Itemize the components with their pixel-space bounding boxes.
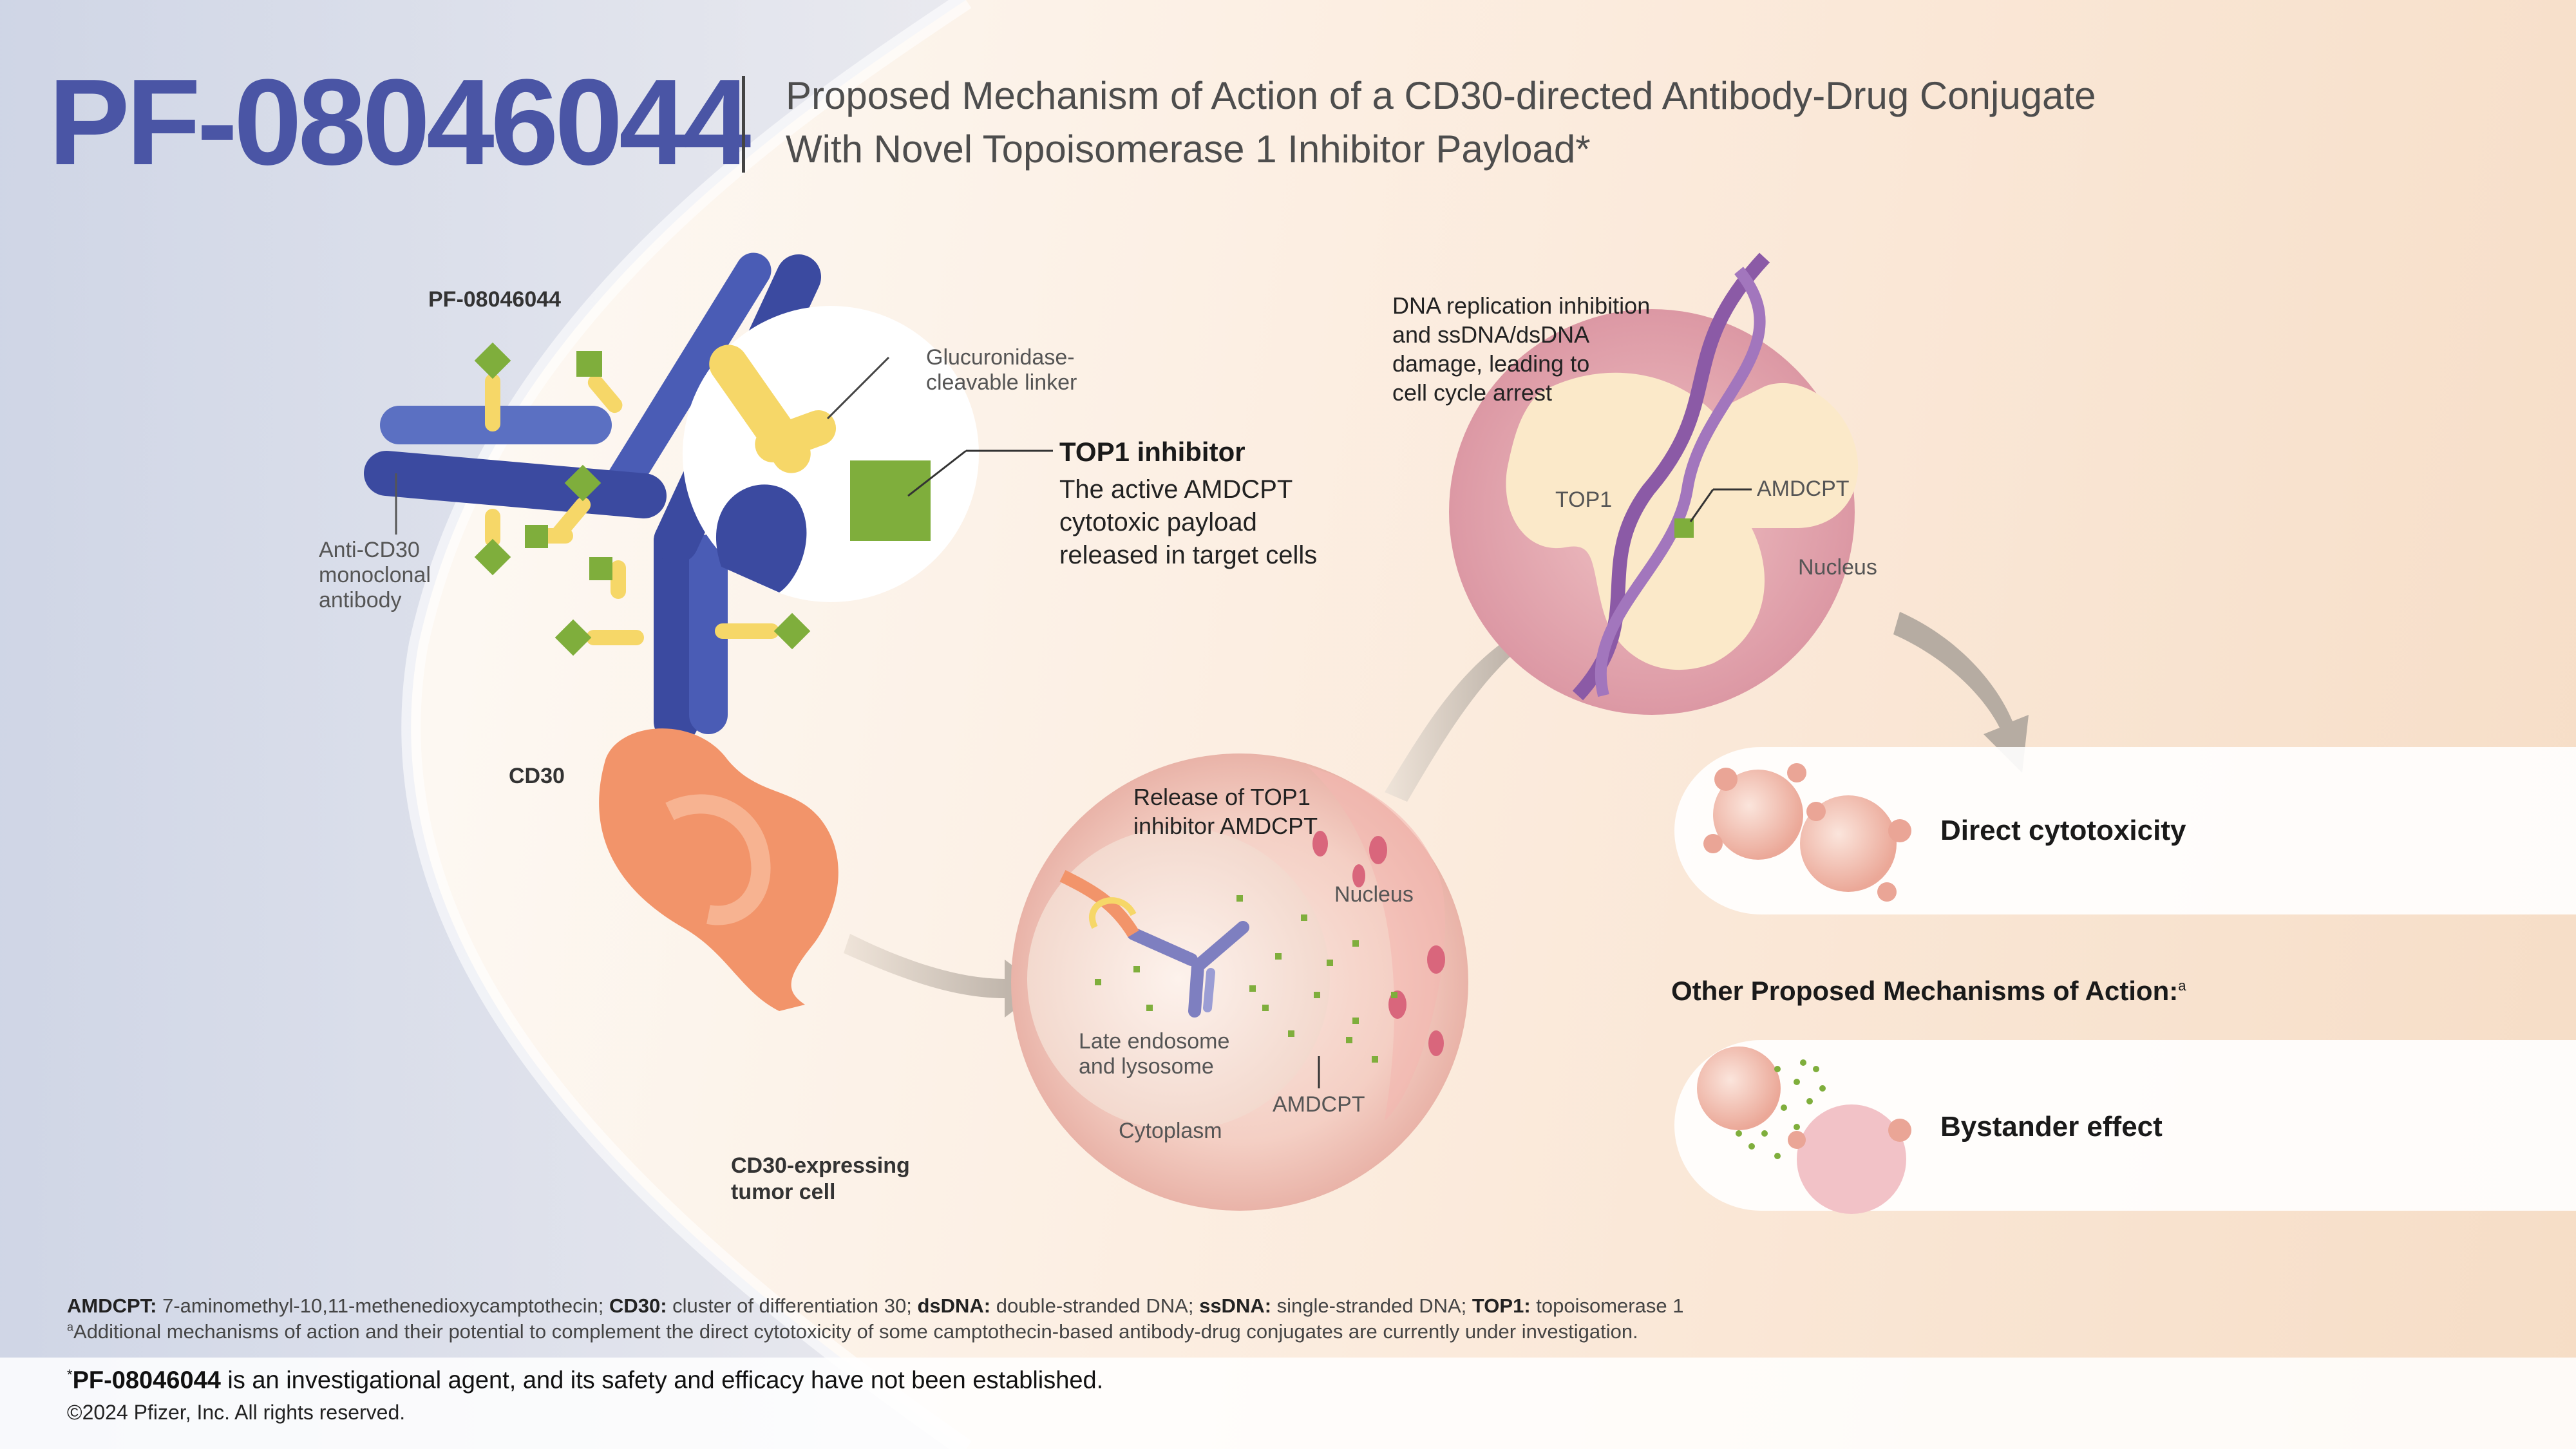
tumor-cell-label-line1: CD30-expressing — [731, 1153, 910, 1178]
footnote-sup: a — [67, 1320, 74, 1334]
disclaimer-product: PF-08046044 — [72, 1367, 221, 1394]
bystander-payload-dots — [1736, 1059, 1826, 1159]
top1-inhibitor-description: The active AMDCPT cytotoxic payload rele… — [1059, 473, 1368, 571]
nucleus-amdcpt-label: AMDCPT — [1757, 477, 1850, 501]
top1-desc-line3: released in target cells — [1059, 540, 1318, 569]
tumor-cell-label-line2: tumor cell — [731, 1179, 836, 1204]
arrow-to-nucleus — [1385, 621, 1533, 802]
abbr-def: topoisomerase 1 — [1530, 1294, 1684, 1317]
other-mechanisms-heading: Other Proposed Mechanisms of Action:a — [1671, 976, 2186, 1007]
antibody-label-line3: antibody — [319, 588, 402, 613]
dna-inhibition-line2: and ssDNA/dsDNA — [1392, 321, 1590, 348]
linker-label: Glucuronidase- cleavable linker — [926, 345, 1077, 395]
abbr-def: cluster of differentiation 30; — [667, 1294, 918, 1317]
dna-inhibition-label: DNA replication inhibition and ssDNA/dsD… — [1392, 291, 1650, 407]
arrow-to-outcome — [1893, 612, 2029, 773]
bystander-cells — [1697, 1046, 1911, 1214]
adc-label: PF-08046044 — [428, 287, 562, 312]
dna-inhibition-line1: DNA replication inhibition — [1392, 292, 1651, 319]
direct-cytotoxicity-pill — [1674, 747, 2576, 914]
arrow-to-cell — [844, 934, 1043, 1018]
other-mechanisms-text: Other Proposed Mechanisms of Action: — [1671, 976, 2179, 1006]
abbr-term: dsDNA: — [917, 1294, 991, 1317]
disclaimer: *PF-08046044 is an investigational agent… — [67, 1367, 1103, 1395]
top1-desc-line2: cytotoxic payload — [1059, 507, 1257, 536]
tumor-cell-zoom — [1011, 753, 1468, 1211]
release-label-line1: Release of TOP1 — [1133, 784, 1311, 810]
page-title-line2: With Novel Topoisomerase 1 Inhibitor Pay… — [786, 127, 1591, 171]
direct-cytotoxicity-cells — [1703, 763, 1911, 902]
cell-membrane-edge — [401, 0, 972, 1449]
footnote-a: aAdditional mechanisms of action and the… — [67, 1320, 2514, 1343]
dna-inhibition-line4: cell cycle arrest — [1392, 379, 1553, 406]
disclaimer-text: is an investigational agent, and its saf… — [220, 1367, 1104, 1394]
endosome-label-line1: Late endosome — [1079, 1029, 1230, 1054]
cd30-receptor — [599, 728, 838, 1011]
cell-membrane-wash — [0, 0, 966, 1449]
footer-band — [0, 1358, 2576, 1449]
abbr-term: CD30: — [609, 1294, 667, 1317]
tumor-cell-label: CD30-expressing tumor cell — [731, 1153, 910, 1206]
abbr-def: double-stranded DNA; — [990, 1294, 1200, 1317]
linker-label-line2: cleavable linker — [926, 370, 1077, 395]
amdcpt-particles — [1095, 895, 1397, 1063]
abbreviations: AMDCPT: 7-aminomethyl-10,11-methenedioxy… — [67, 1294, 2514, 1318]
abbr-term: TOP1: — [1472, 1294, 1531, 1317]
bystander-effect-label: Bystander effect — [1940, 1111, 2163, 1142]
endosome-label-line2: and lysosome — [1079, 1054, 1214, 1079]
linker-zoom-circle — [683, 306, 1053, 602]
cell-nucleus-label: Nucleus — [1334, 882, 1414, 907]
cytoplasm-label: Cytoplasm — [1119, 1119, 1222, 1143]
abbr-term: AMDCPT: — [67, 1294, 157, 1317]
top1-inhibitor-heading: TOP1 inhibitor — [1059, 437, 1245, 467]
title-divider — [742, 76, 745, 173]
top1-enzyme-label: TOP1 — [1555, 488, 1613, 512]
dna-inhibition-line3: damage, leading to — [1392, 350, 1590, 377]
page-title: Proposed Mechanism of Action of a CD30-d… — [786, 70, 2096, 176]
endosome-label: Late endosome and lysosome — [1079, 1029, 1229, 1079]
cd30-label: CD30 — [509, 764, 565, 788]
nucleus-zoom — [1449, 252, 1859, 715]
other-mechanisms-sup: a — [2178, 978, 2186, 994]
abbr-term: ssDNA: — [1199, 1294, 1272, 1317]
linker-label-line1: Glucuronidase- — [926, 345, 1075, 370]
release-label-line2: inhibitor AMDCPT — [1133, 813, 1318, 839]
abbr-def: 7-aminomethyl-10,11-methenedioxycamptoth… — [156, 1294, 609, 1317]
cell-amdcpt-label: AMDCPT — [1273, 1092, 1365, 1117]
direct-cytotoxicity-label: Direct cytotoxicity — [1940, 815, 2186, 846]
antibody-label-line2: monoclonal — [319, 563, 431, 588]
disclaimer-star: * — [67, 1367, 73, 1383]
top1-desc-line1: The active AMDCPT — [1059, 475, 1293, 504]
nucleus-zoom-label: Nucleus — [1798, 555, 1877, 580]
page-title-line1: Proposed Mechanism of Action of a CD30-d… — [786, 74, 2096, 117]
antibody-label: Anti-CD30 monoclonal antibody — [319, 538, 431, 613]
product-brand-title: PF-08046044 — [48, 54, 751, 191]
copyright: ©2024 Pfizer, Inc. All rights reserved. — [67, 1401, 406, 1424]
footnote-text: Additional mechanisms of action and thei… — [73, 1320, 1638, 1343]
abbr-def: single-stranded DNA; — [1271, 1294, 1472, 1317]
release-label: Release of TOP1 inhibitor AMDCPT — [1133, 782, 1318, 840]
antibody-label-line1: Anti-CD30 — [319, 538, 420, 562]
